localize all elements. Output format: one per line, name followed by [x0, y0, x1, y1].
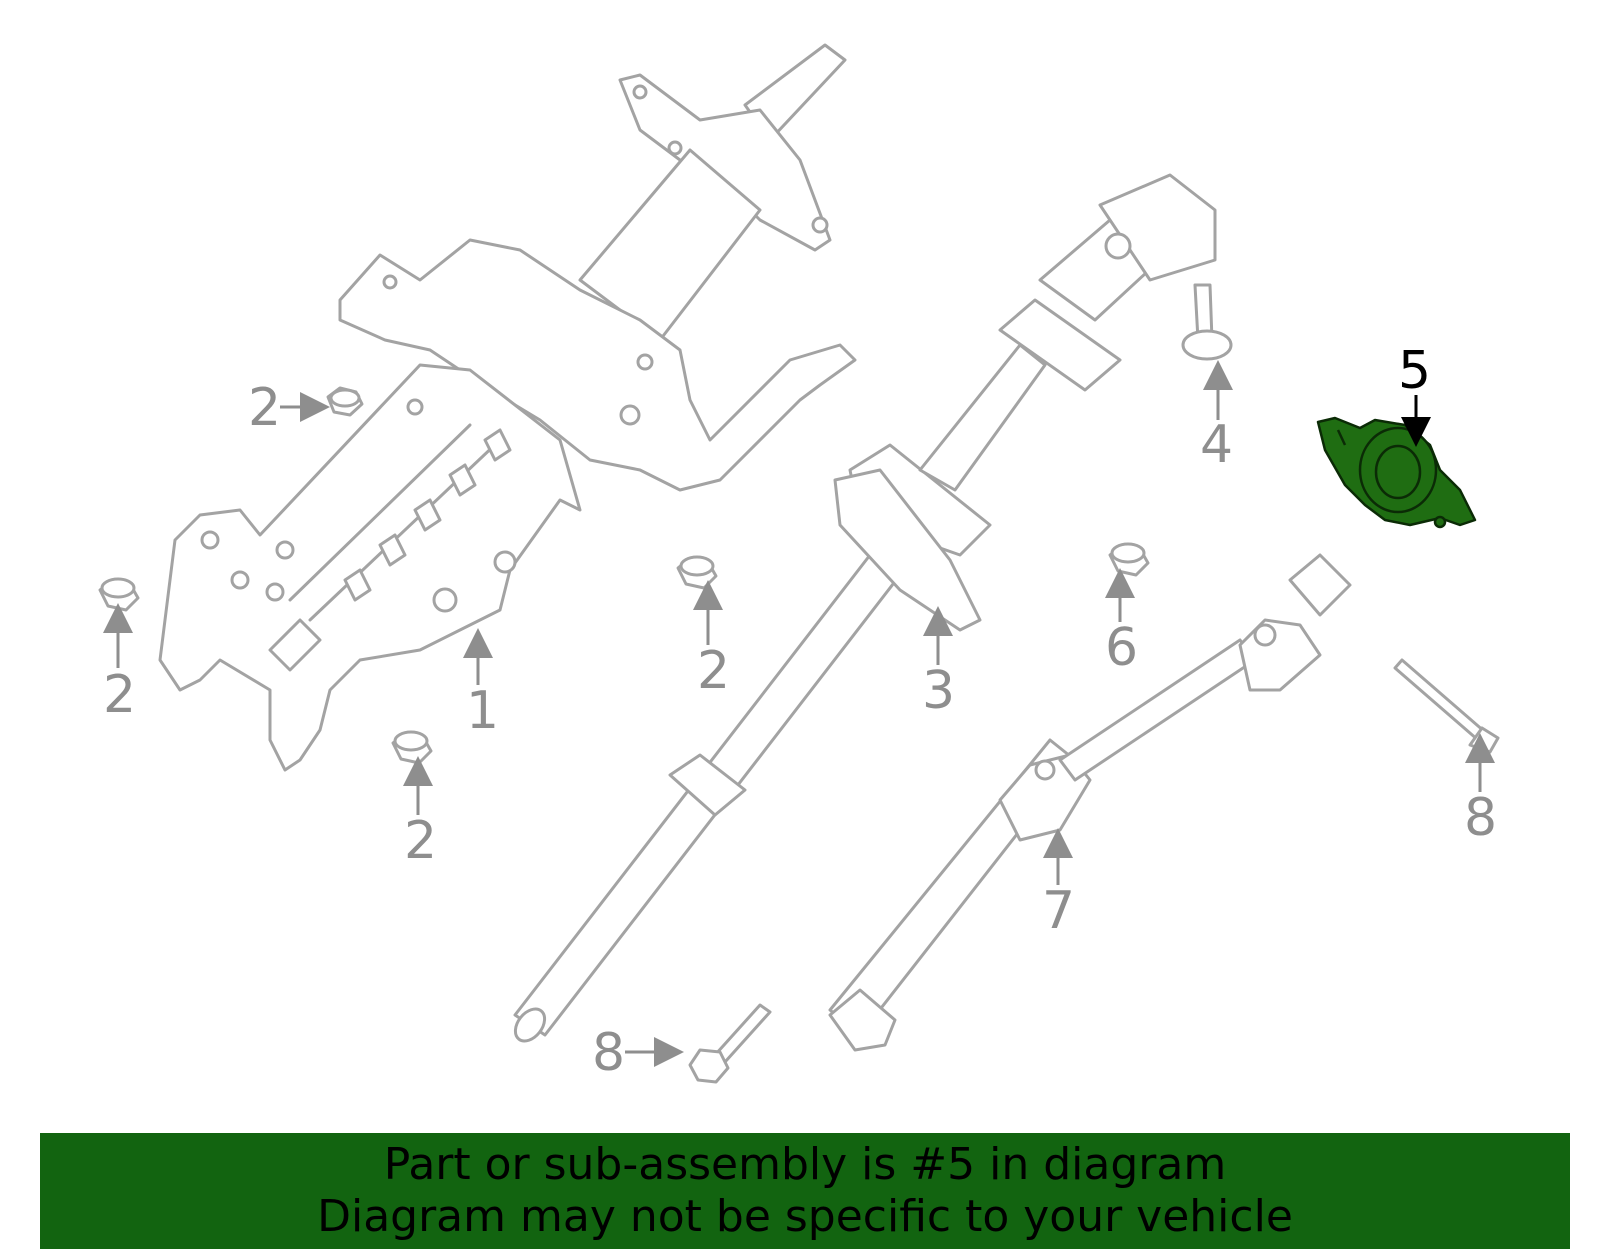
part-7-lower-shaft[interactable]	[828, 553, 1352, 1052]
part-4-bolt[interactable]	[1181, 283, 1233, 361]
info-banner: Part or sub-assembly is #5 in diagram Di…	[40, 1133, 1570, 1249]
banner-line-1: Part or sub-assembly is #5 in diagram	[383, 1139, 1227, 1190]
callout-8a: 8	[1464, 788, 1497, 848]
part-6-nut[interactable]	[1108, 542, 1150, 577]
callout-5: 5	[1398, 341, 1431, 401]
banner-line-2: Diagram may not be specific to your vehi…	[317, 1191, 1293, 1242]
part-1-steering-column[interactable]	[158, 43, 857, 772]
part-5-highlighted[interactable]	[1316, 416, 1477, 529]
part-3-intermediate-shaft[interactable]	[509, 173, 1217, 1047]
part-2-nut-c[interactable]	[676, 555, 718, 590]
part-2-nut-d[interactable]	[391, 730, 433, 765]
callout-2d: 2	[404, 811, 437, 871]
part-8-bolt-bottom[interactable]	[688, 1003, 772, 1084]
parts-diagram: 1 2 2 2 2 3 4 5 6 7 8 8	[98, 43, 1500, 1084]
callout-2c: 2	[697, 641, 730, 701]
callout-2b: 2	[103, 665, 136, 725]
part-2-nut-b[interactable]	[98, 577, 140, 612]
callout-3: 3	[922, 661, 955, 721]
callout-8b: 8	[592, 1023, 625, 1083]
callout-7: 7	[1042, 881, 1075, 941]
callout-arrows	[103, 360, 1495, 1067]
callout-4: 4	[1200, 415, 1233, 475]
part-8-bolt-right[interactable]	[1393, 658, 1500, 754]
part-2-nut-a[interactable]	[326, 386, 364, 417]
callout-2a: 2	[248, 378, 281, 438]
callout-1: 1	[466, 681, 499, 741]
callout-6: 6	[1105, 618, 1138, 678]
